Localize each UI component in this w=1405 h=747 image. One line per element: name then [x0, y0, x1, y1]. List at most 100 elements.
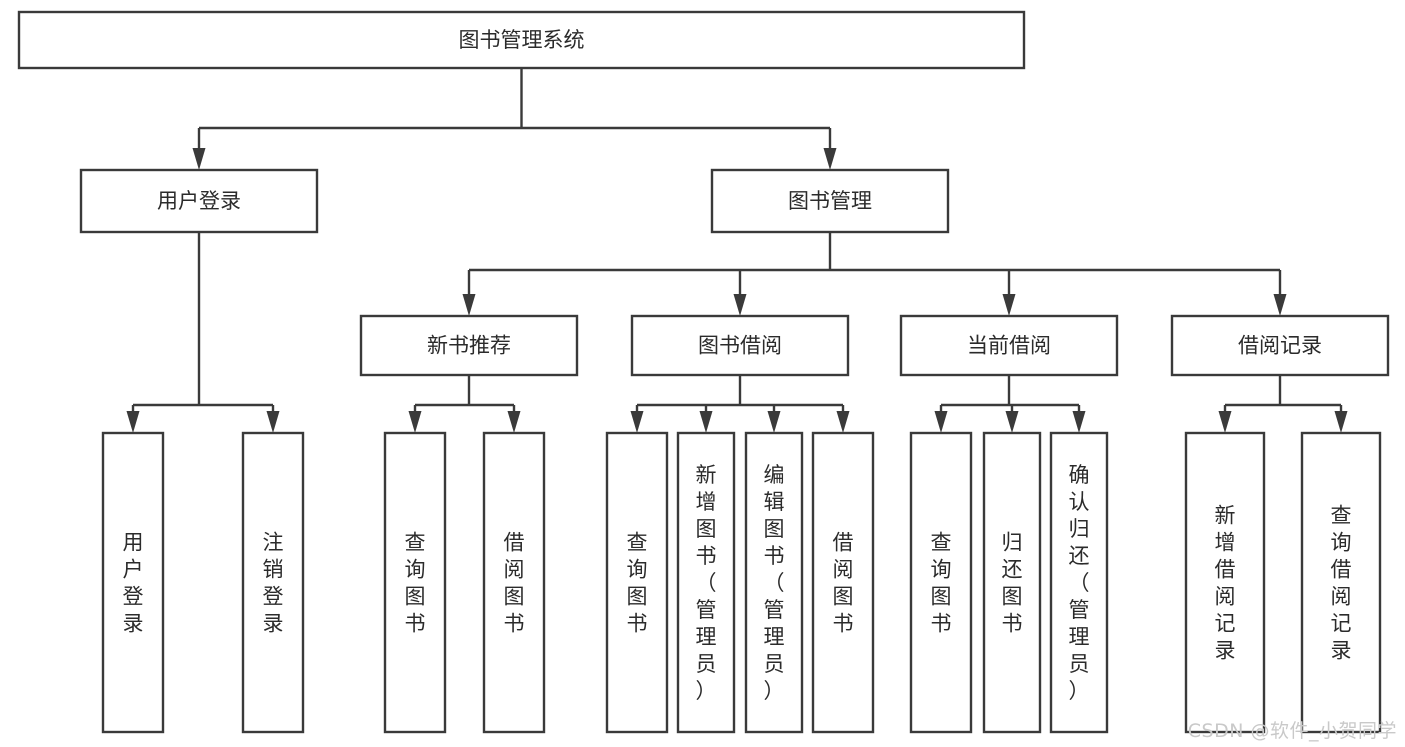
svg-text:理: 理: [696, 625, 717, 649]
node-root[interactable]: [17, 10, 1026, 70]
svg-text:注: 注: [263, 531, 284, 555]
svg-text:编: 编: [764, 463, 785, 487]
svg-text:新: 新: [1215, 504, 1236, 528]
borrow-record-leaves-arrow-0: [1218, 411, 1232, 433]
new-book-leaves-arrow-1: [507, 411, 521, 433]
book-borrow-leaves-arrow-1: [699, 411, 713, 433]
node-leaf-book_borrow-3[interactable]: [811, 431, 875, 734]
level1-to-level2-arrow-3: [1273, 294, 1287, 316]
svg-text:录: 录: [1331, 639, 1352, 663]
node-leaf-new_book_recommend-1[interactable]: [482, 431, 546, 734]
node-leaf-user_login-0-label: 用户登录: [123, 531, 144, 636]
svg-text:新: 新: [696, 463, 717, 487]
svg-text:记: 记: [1331, 612, 1352, 636]
book-borrow-leaves-arrow-0: [630, 411, 644, 433]
svg-text:书: 书: [405, 612, 426, 636]
svg-text:辑: 辑: [764, 490, 785, 514]
svg-text:查: 查: [627, 531, 648, 555]
svg-text:图: 图: [405, 585, 426, 609]
current-borrow-leaves-arrow-2: [1072, 411, 1086, 433]
svg-text:归: 归: [1002, 531, 1023, 555]
node-leaf-book_borrow-2[interactable]: [744, 431, 804, 734]
svg-text:管: 管: [764, 598, 785, 622]
svg-text:）: ）: [1069, 679, 1090, 703]
node-level2-0[interactable]: [359, 314, 579, 377]
svg-text:确: 确: [1069, 463, 1090, 487]
svg-text:员: 员: [696, 652, 717, 676]
svg-text:查: 查: [405, 531, 426, 555]
node-leaf-book_borrow-1[interactable]: [676, 431, 736, 734]
book-borrow-leaves-arrow-3: [836, 411, 850, 433]
svg-text:书: 书: [764, 544, 785, 568]
node-level2-label-3: 借阅记录: [1238, 334, 1322, 358]
node-level2-2[interactable]: [899, 314, 1119, 377]
node-leaf-current_borrow-1[interactable]: [982, 431, 1042, 734]
svg-text:询: 询: [405, 558, 426, 582]
svg-text:理: 理: [764, 625, 785, 649]
svg-text:归: 归: [1069, 517, 1090, 541]
node-level2-3[interactable]: [1170, 314, 1390, 377]
svg-text:登: 登: [263, 585, 284, 609]
svg-text:查: 查: [1331, 504, 1352, 528]
node-leaf-current_borrow-0[interactable]: [909, 431, 973, 734]
node-leaf-book_borrow-0[interactable]: [605, 431, 669, 734]
svg-text:询: 询: [627, 558, 648, 582]
node-level2-label-0: 新书推荐: [427, 334, 511, 358]
svg-text:借: 借: [833, 531, 854, 555]
level1-to-level2-arrow-1: [733, 294, 747, 316]
node-level2-label-1: 图书借阅: [698, 334, 782, 358]
svg-text:登: 登: [123, 585, 144, 609]
current-borrow-leaves-arrow-0: [934, 411, 948, 433]
current-borrow-leaves-arrow-1: [1005, 411, 1019, 433]
svg-text:书: 书: [931, 612, 952, 636]
svg-text:图: 图: [696, 517, 717, 541]
svg-text:管: 管: [696, 598, 717, 622]
node-leaf-user_login-0[interactable]: [101, 431, 165, 734]
svg-text:图: 图: [764, 517, 785, 541]
node-leaf-borrow_record-0[interactable]: [1184, 431, 1266, 734]
node-level1-1[interactable]: [710, 168, 950, 234]
level1-to-level2-arrow-2: [1002, 294, 1016, 316]
book-borrow-leaves-arrow-2: [767, 411, 781, 433]
svg-text:阅: 阅: [504, 558, 525, 582]
svg-text:员: 员: [764, 652, 785, 676]
svg-text:（: （: [1069, 571, 1090, 595]
node-level1-label-1: 图书管理: [788, 189, 872, 213]
svg-text:（: （: [696, 571, 717, 595]
svg-text:）: ）: [764, 679, 785, 703]
svg-text:录: 录: [1215, 639, 1236, 663]
svg-text:借: 借: [1331, 558, 1352, 582]
svg-text:理: 理: [1069, 625, 1090, 649]
node-leaf-user_login-1[interactable]: [241, 431, 305, 734]
node-leaf-new_book_recommend-0[interactable]: [383, 431, 447, 734]
node-level1-0[interactable]: [79, 168, 319, 234]
node-leaf-current_borrow-2[interactable]: [1049, 431, 1109, 734]
svg-text:用: 用: [123, 531, 144, 555]
csdn-watermark: CSDN @软件_小贺同学: [1187, 720, 1397, 742]
svg-text:询: 询: [931, 558, 952, 582]
node-root-label: 图书管理系统: [459, 28, 585, 52]
svg-text:阅: 阅: [1331, 585, 1352, 609]
svg-text:认: 认: [1069, 490, 1090, 514]
node-leaf-borrow_record-1[interactable]: [1300, 431, 1382, 734]
node-level1-label-0: 用户登录: [157, 189, 241, 213]
node-level2-1[interactable]: [630, 314, 850, 377]
svg-text:查: 查: [931, 531, 952, 555]
svg-text:员: 员: [1069, 652, 1090, 676]
svg-text:（: （: [764, 571, 785, 595]
level1-to-level2-arrow-0: [462, 294, 476, 316]
svg-text:阅: 阅: [833, 558, 854, 582]
svg-text:增: 增: [696, 490, 717, 514]
root-to-level1-arrow-1: [823, 148, 837, 170]
svg-text:图: 图: [833, 585, 854, 609]
svg-text:书: 书: [833, 612, 854, 636]
